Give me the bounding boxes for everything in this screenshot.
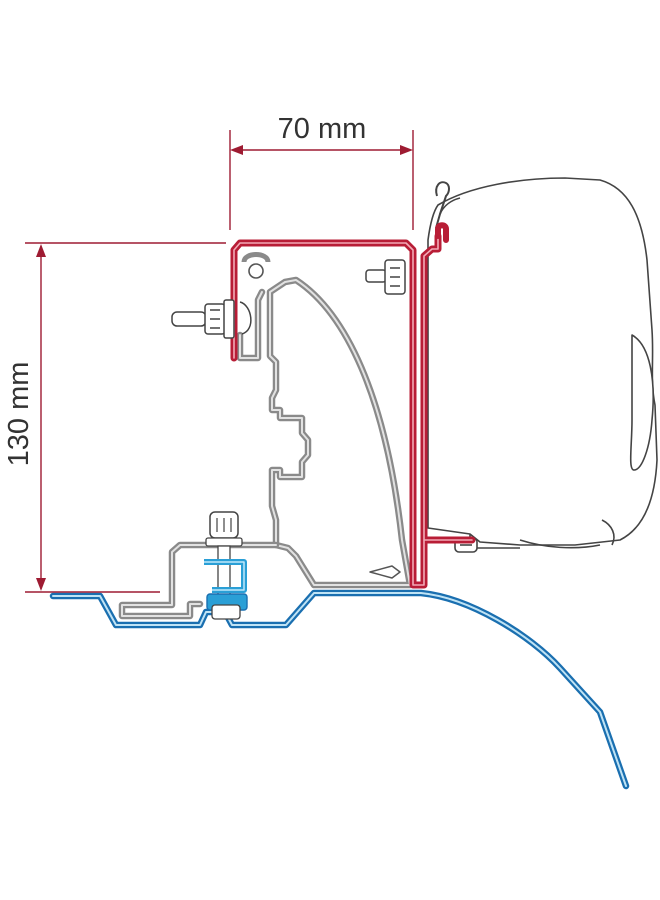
clamp-nut [211,604,241,620]
awning-body-outline [427,177,658,546]
side-bolt-detail [210,309,220,329]
bracket-highlight [233,235,473,586]
channel-round-slot [248,263,264,279]
top-bolt-shank [365,269,387,283]
side-bolt-shank [171,311,207,327]
roof-outline [49,589,630,790]
top-bolt-icon [365,259,406,295]
clamp-bolt-washer [205,537,243,547]
adapter-bracket [230,222,476,589]
side-bolt-clip [239,301,252,335]
profile-neck-inner [239,291,263,359]
awning-top-lip [439,197,461,215]
mounting-profile [118,276,414,620]
awning-casing [427,177,658,553]
awning-top-hook [435,181,450,229]
width-arrow-left [230,145,243,155]
height-dimension-label: 130 mm [3,362,35,467]
profile-channel [241,252,271,279]
width-dimension-label: 70 mm [278,113,367,145]
awning-front-rib-2 [519,539,601,549]
side-bolt-icon [171,299,252,339]
awning-rear-bulge [629,334,654,471]
clamp-bolt-assembly [204,511,248,620]
clamp-bolt-head-detail [216,518,232,532]
height-arrow-bottom [36,578,46,591]
width-arrow-right [400,145,413,155]
base-screw-icon [369,565,401,579]
top-bolt-detail [390,267,400,287]
awning-front-rib-1 [601,519,615,546]
bracket-hook [435,222,449,243]
height-arrow-top [36,244,46,257]
side-bolt-washer [223,299,235,339]
clamp-bracket-inner [204,561,245,591]
dimension-width [229,130,414,230]
vehicle-roof [49,589,630,790]
profile-outline-inner [269,279,411,586]
dimension-height [25,242,226,593]
profile-foot-inner [121,544,277,617]
channel-curve [241,252,271,263]
